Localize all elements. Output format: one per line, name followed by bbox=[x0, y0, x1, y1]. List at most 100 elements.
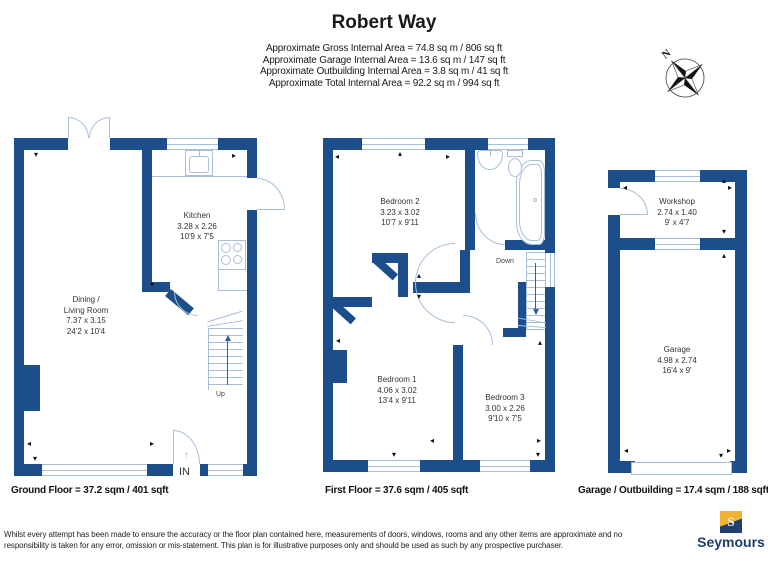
dimension-arrow: ▸ bbox=[537, 436, 542, 445]
wall bbox=[142, 150, 152, 292]
disclaimer: Whilst every attempt has been made to en… bbox=[4, 529, 694, 551]
hob-burner bbox=[221, 243, 231, 253]
page-title: Robert Way bbox=[331, 12, 437, 33]
room-dims-imperial: 9'10 x 7'5 bbox=[488, 414, 522, 423]
kitchen-label: Kitchen 3.28 x 2.26 10'9 x 7'5 bbox=[177, 211, 217, 243]
wall bbox=[608, 215, 620, 473]
dining-living-label: Dining / Living Room 7.37 x 3.15 24'2 x … bbox=[64, 295, 108, 337]
compass-rose: N bbox=[660, 47, 705, 98]
kitchen-sink-bowl bbox=[189, 156, 209, 173]
wall bbox=[398, 263, 408, 297]
window bbox=[480, 460, 530, 472]
dimension-arrow: ▸ bbox=[727, 446, 732, 455]
room-name: Living Room bbox=[63, 305, 109, 315]
wall bbox=[620, 238, 655, 250]
wall bbox=[14, 138, 24, 476]
bath-drain bbox=[533, 198, 537, 202]
room-dims-metric: 3.28 x 2.26 bbox=[177, 221, 217, 231]
wall bbox=[147, 464, 173, 476]
window bbox=[362, 138, 425, 150]
door-arc bbox=[475, 213, 505, 245]
stair-direction-arrow bbox=[227, 341, 228, 385]
dimension-arrow: ▾ bbox=[392, 450, 397, 459]
window bbox=[545, 253, 555, 287]
chimney-breast bbox=[24, 365, 40, 411]
down-label: Down bbox=[496, 258, 514, 265]
room-name: Garage bbox=[663, 345, 691, 354]
room-dims-metric: 7.37 x 3.15 bbox=[66, 316, 106, 325]
up-label: Up bbox=[216, 391, 225, 398]
wall bbox=[333, 297, 372, 307]
room-dims-metric: 3.00 x 2.26 bbox=[485, 403, 525, 413]
dimension-arrow: ▾ bbox=[719, 451, 724, 460]
dimension-arrow: ▾ bbox=[722, 227, 727, 236]
tap-icon bbox=[490, 151, 491, 156]
bedroom3-label: Bedroom 3 3.00 x 2.26 9'10 x 7'5 bbox=[485, 393, 525, 425]
hob-burner bbox=[221, 255, 231, 265]
dimension-arrow: ▴ bbox=[417, 271, 422, 280]
wall bbox=[24, 464, 42, 476]
window bbox=[488, 138, 528, 150]
door-arc bbox=[620, 188, 648, 215]
room-dims-imperial: 13'4 x 9'11 bbox=[378, 396, 416, 405]
toilet-bowl bbox=[508, 158, 522, 177]
hob-burner bbox=[233, 243, 242, 252]
room-dims-metric: 4.06 x 3.02 bbox=[377, 385, 417, 395]
wall bbox=[700, 238, 735, 250]
compass-north-label: N bbox=[660, 47, 674, 61]
door-arc bbox=[68, 117, 89, 138]
wall bbox=[730, 461, 747, 473]
dimension-arrow: ▸ bbox=[150, 439, 155, 448]
dimension-arrow: ▸ bbox=[728, 183, 733, 192]
dimension-arrow: ▾ bbox=[150, 280, 155, 289]
counter-line bbox=[152, 176, 247, 177]
wall bbox=[247, 210, 257, 476]
bathtub-inner bbox=[519, 164, 542, 241]
room-dims-imperial: 10'9 x 7'5 bbox=[180, 232, 214, 241]
wall bbox=[323, 138, 362, 150]
room-name: Dining / bbox=[72, 295, 100, 304]
wall bbox=[608, 170, 655, 182]
dimension-arrow: ▸ bbox=[446, 152, 451, 161]
wall bbox=[372, 253, 408, 263]
entrance-arrow: ↑ bbox=[184, 450, 189, 461]
area-line-gross: Approximate Gross Internal Area = 74.8 s… bbox=[265, 43, 503, 54]
area-summary: Approximate Gross Internal Area = 74.8 s… bbox=[0, 43, 768, 89]
room-dims-imperial: 24'2 x 10'4 bbox=[66, 326, 106, 336]
disclaimer-line: Whilst every attempt has been made to en… bbox=[4, 530, 623, 539]
dimension-arrow: ▴ bbox=[722, 251, 727, 260]
room-dims-metric: 3.23 x 3.02 bbox=[380, 207, 420, 217]
workshop-label: Workshop 2.74 x 1.40 9' x 4'7 bbox=[657, 197, 697, 229]
wall bbox=[420, 460, 480, 472]
wall bbox=[323, 138, 333, 472]
dimension-arrow: ◂ bbox=[624, 446, 629, 455]
entrance-label: IN bbox=[179, 466, 190, 478]
stair-winder bbox=[207, 320, 243, 327]
stair-direction-arrow bbox=[535, 263, 536, 309]
dimension-arrow: ▸ bbox=[232, 151, 237, 160]
wall bbox=[333, 460, 368, 472]
dimension-arrow: ◂ bbox=[27, 439, 32, 448]
dimension-arrow: ▴ bbox=[722, 176, 727, 185]
window bbox=[655, 238, 700, 250]
wall bbox=[518, 282, 526, 330]
wall bbox=[530, 460, 555, 472]
area-line-total: Approximate Total Internal Area = 92.2 s… bbox=[268, 77, 500, 89]
brand-name: Seymours bbox=[697, 534, 765, 550]
wall bbox=[545, 138, 555, 253]
dimension-arrow: ▴ bbox=[538, 338, 543, 347]
window bbox=[208, 464, 243, 476]
dimension-arrow: ◂ bbox=[335, 152, 340, 161]
wall bbox=[14, 138, 68, 150]
wall bbox=[453, 345, 463, 460]
room-name: Bedroom 1 bbox=[377, 375, 417, 384]
wall bbox=[247, 150, 257, 178]
wall bbox=[200, 464, 208, 476]
room-name: Bedroom 3 bbox=[485, 393, 525, 402]
wall bbox=[243, 464, 257, 476]
garage-label: Garage 4.98 x 2.74 16'4 x 9' bbox=[657, 345, 697, 377]
door-arc bbox=[174, 292, 198, 316]
dimension-arrow: ◂ bbox=[336, 336, 341, 345]
window bbox=[42, 464, 147, 476]
